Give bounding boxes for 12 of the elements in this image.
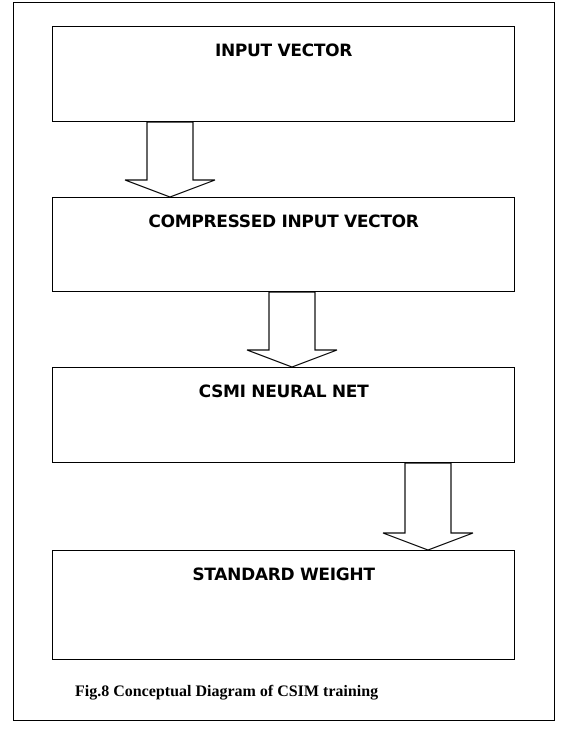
process-box [52, 197, 515, 292]
box-label: INPUT VECTOR [214, 41, 354, 61]
block-arrow [382, 462, 474, 551]
block-arrow [246, 291, 338, 368]
process-box [52, 26, 515, 122]
block-arrow [124, 121, 216, 198]
process-box [52, 550, 515, 660]
figure-caption: Fig.8 Conceptual Diagram of CSIM training [75, 683, 378, 701]
box-label: STANDARD WEIGHT [191, 565, 376, 585]
box-label: COMPRESSED INPUT VECTOR [147, 212, 420, 232]
process-box [52, 367, 515, 463]
box-label: CSMI NEURAL NET [198, 382, 370, 402]
